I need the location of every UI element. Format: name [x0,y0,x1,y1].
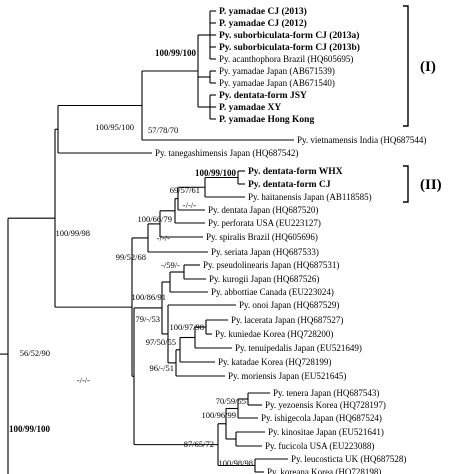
taxon-label: P. yamadae CJ (2012) [219,18,307,29]
support-value: 99/52/68 [116,252,146,262]
support-value: 100/99/98 [56,228,90,238]
support-value: 79/-/53 [135,314,160,324]
support-value: 100/99/100 [155,48,197,58]
taxon-label: Py. perforata USA (EU223127) [208,218,321,228]
tree-branches [0,10,294,474]
taxon-label: Py. koreana Korea (HQ728198) [267,467,381,474]
taxon-label: Py. dentata-form WHX [248,167,343,177]
taxon-label: Py. lacerata Japan (HQ687527) [231,315,343,325]
support-value: -/-/- [183,200,196,210]
taxon-label: Py. pseudolinearis Japan (HQ687531) [203,260,339,270]
taxon-label: Py. dentata-form CJ [248,180,331,190]
taxon-label: Py. katadae Korea (HQ728199) [218,357,331,367]
taxon-label: Py. yezoensis Korea (HQ728197) [265,400,386,410]
clade-bracket-I [403,5,409,127]
taxon-label: Py. haitanensis Japan (AB118585) [248,192,372,202]
taxon-label: P. yamadae CJ (2013) [219,6,307,17]
taxon-label: Py. dentata-form JSY [219,91,307,101]
support-value: 69/57/61 [170,185,200,195]
taxon-label: Py. moriensis Japan (EU521645) [228,371,346,381]
taxon-label: Py. spiralis Brazil (HQ605696) [206,232,318,242]
taxon-label: Py. kuniedae Korea (HQ728200) [215,329,333,339]
taxon-label: Py. ishigecola Japan (HQ687524) [261,413,382,423]
support-value: -/-/- [77,375,90,385]
taxon-label: Py. abbottiae Canada (EU223024) [211,287,334,297]
support-value: 96/-/51 [149,363,174,373]
taxon-label: Py. leucosticta UK (HQ687528) [291,454,406,464]
support-value: 87/65/72 [184,439,214,449]
support-value: -/-/- [157,233,170,243]
support-value: 100/98/98 [219,458,253,468]
support-value: -/59/- [161,260,180,270]
taxon-label: Py. kurogii Japan (HQ687526) [209,274,319,284]
clade-bracket-II [403,165,409,203]
taxon-label: Py. tenuipedalis Japan (EU521649) [235,343,362,353]
taxon-label: Py. dentata Japan (HQ687520) [208,205,318,215]
support-value: 100/86/91 [132,292,166,302]
taxon-label: Py. yamadae Japan (AB671539) [219,66,335,76]
taxon-label: Py. suborbiculata-form CJ (2013b) [219,42,360,53]
taxon-label: Py. yamadae Japan (AB671540) [219,78,335,88]
clade-label: (II) [420,177,442,193]
support-value: 56/52/90 [20,348,50,358]
support-value: 100/99/100 [195,168,237,178]
taxon-label: Py. tenera Japan (HQ687543) [273,388,379,398]
support-value: 100/95/100 [95,122,134,132]
tree-labels: P. yamadae CJ (2013)P. yamadae CJ (2012)… [9,6,442,474]
support-value: 97/50/55 [146,337,176,347]
clade-label: (I) [420,59,436,75]
taxon-label: Py. vietnamensis India (HQ687544) [297,135,426,145]
support-value: 100/97/98 [170,322,204,332]
taxon-label: P. yamadae XY [219,103,281,113]
taxon-label: P. yamadae Hong Kong [219,115,314,125]
clade-brackets [403,5,409,203]
support-value: 100/99/100 [9,424,51,434]
support-value: 100/96/99 [202,410,236,420]
support-value: 100/66/79 [138,214,172,224]
taxon-label: Py. suborbiculata-form CJ (2013a) [219,30,359,41]
taxon-label: Py. acanthophora Brazil (HQ605695) [219,54,353,64]
taxon-label: Py. seriata Japan (HQ687533) [211,247,319,257]
taxon-label: Py. tanegashimensis Japan (HQ687542) [155,148,298,158]
support-value: 57/78/70 [148,125,178,135]
taxon-label: Py. kinositae Japan (EU521641) [268,427,384,437]
taxon-label: Py. fucicola USA (EU223088) [265,441,374,451]
support-value: 70/59/55 [216,396,246,406]
taxon-label: Py. onoi Japan (HQ687529) [239,300,339,310]
